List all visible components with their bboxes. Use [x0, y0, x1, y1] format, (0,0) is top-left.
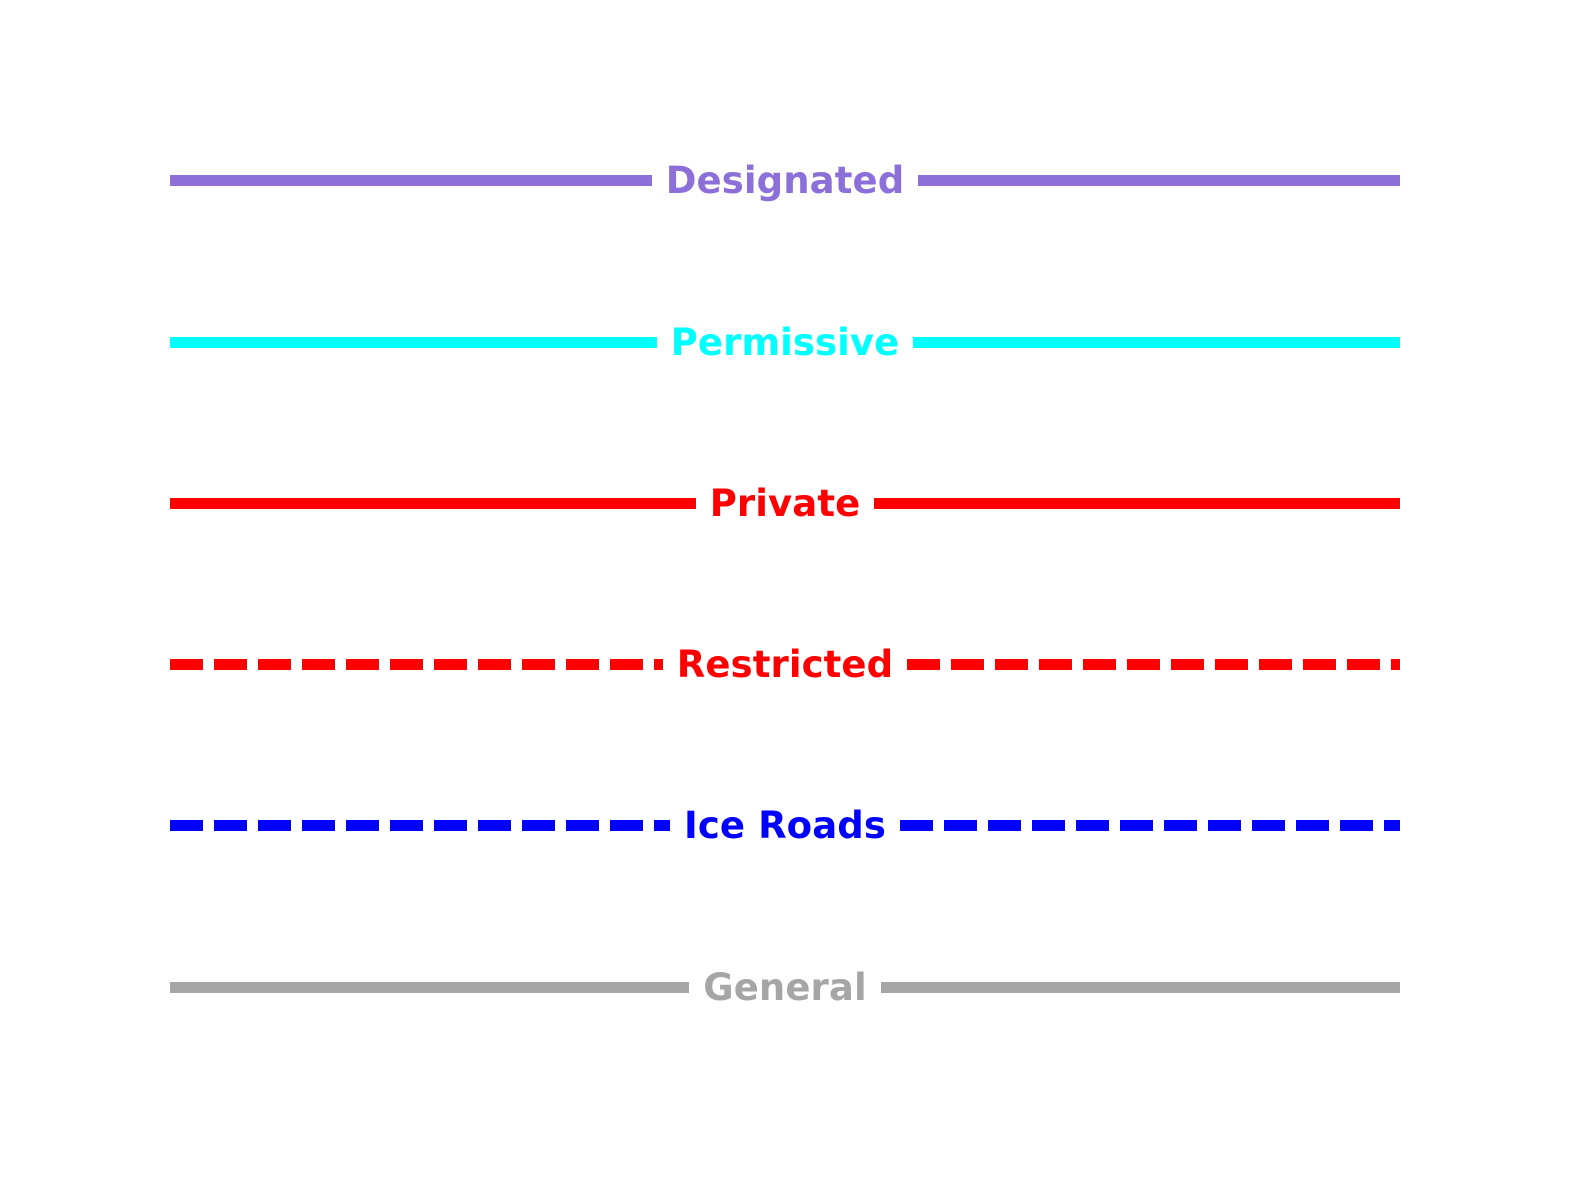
- legend-entry: Private: [170, 473, 1400, 533]
- legend-label: Restricted: [676, 642, 894, 686]
- legend-line-right-solid: [874, 497, 1400, 509]
- legend-entry: Permissive: [170, 312, 1401, 372]
- legend-entry: Ice Roads: [170, 795, 1400, 855]
- legend-line-right-solid: [918, 174, 1401, 186]
- legend-line-right-solid: [880, 981, 1400, 993]
- legend-entry: Restricted: [170, 634, 1400, 694]
- legend-line-left-dashed: [170, 658, 663, 670]
- legend-label: Designated: [665, 158, 905, 202]
- legend-line-left-solid: [170, 336, 657, 348]
- legend-entry: General: [170, 957, 1400, 1017]
- legend-line-right-solid: [913, 336, 1401, 348]
- legend-line-left-dashed: [170, 819, 671, 831]
- legend-line-left-solid: [170, 981, 690, 993]
- legend-line-right-dashed: [899, 819, 1400, 831]
- legend-label: Ice Roads: [684, 803, 886, 847]
- legend-label: Permissive: [670, 320, 900, 364]
- legend-line-left-solid: [170, 497, 696, 509]
- legend-line-right-dashed: [907, 658, 1400, 670]
- legend-line-left-solid: [170, 174, 652, 186]
- legend-label: General: [703, 965, 867, 1009]
- legend-label: Private: [709, 481, 861, 525]
- legend-entry: Designated: [170, 150, 1401, 210]
